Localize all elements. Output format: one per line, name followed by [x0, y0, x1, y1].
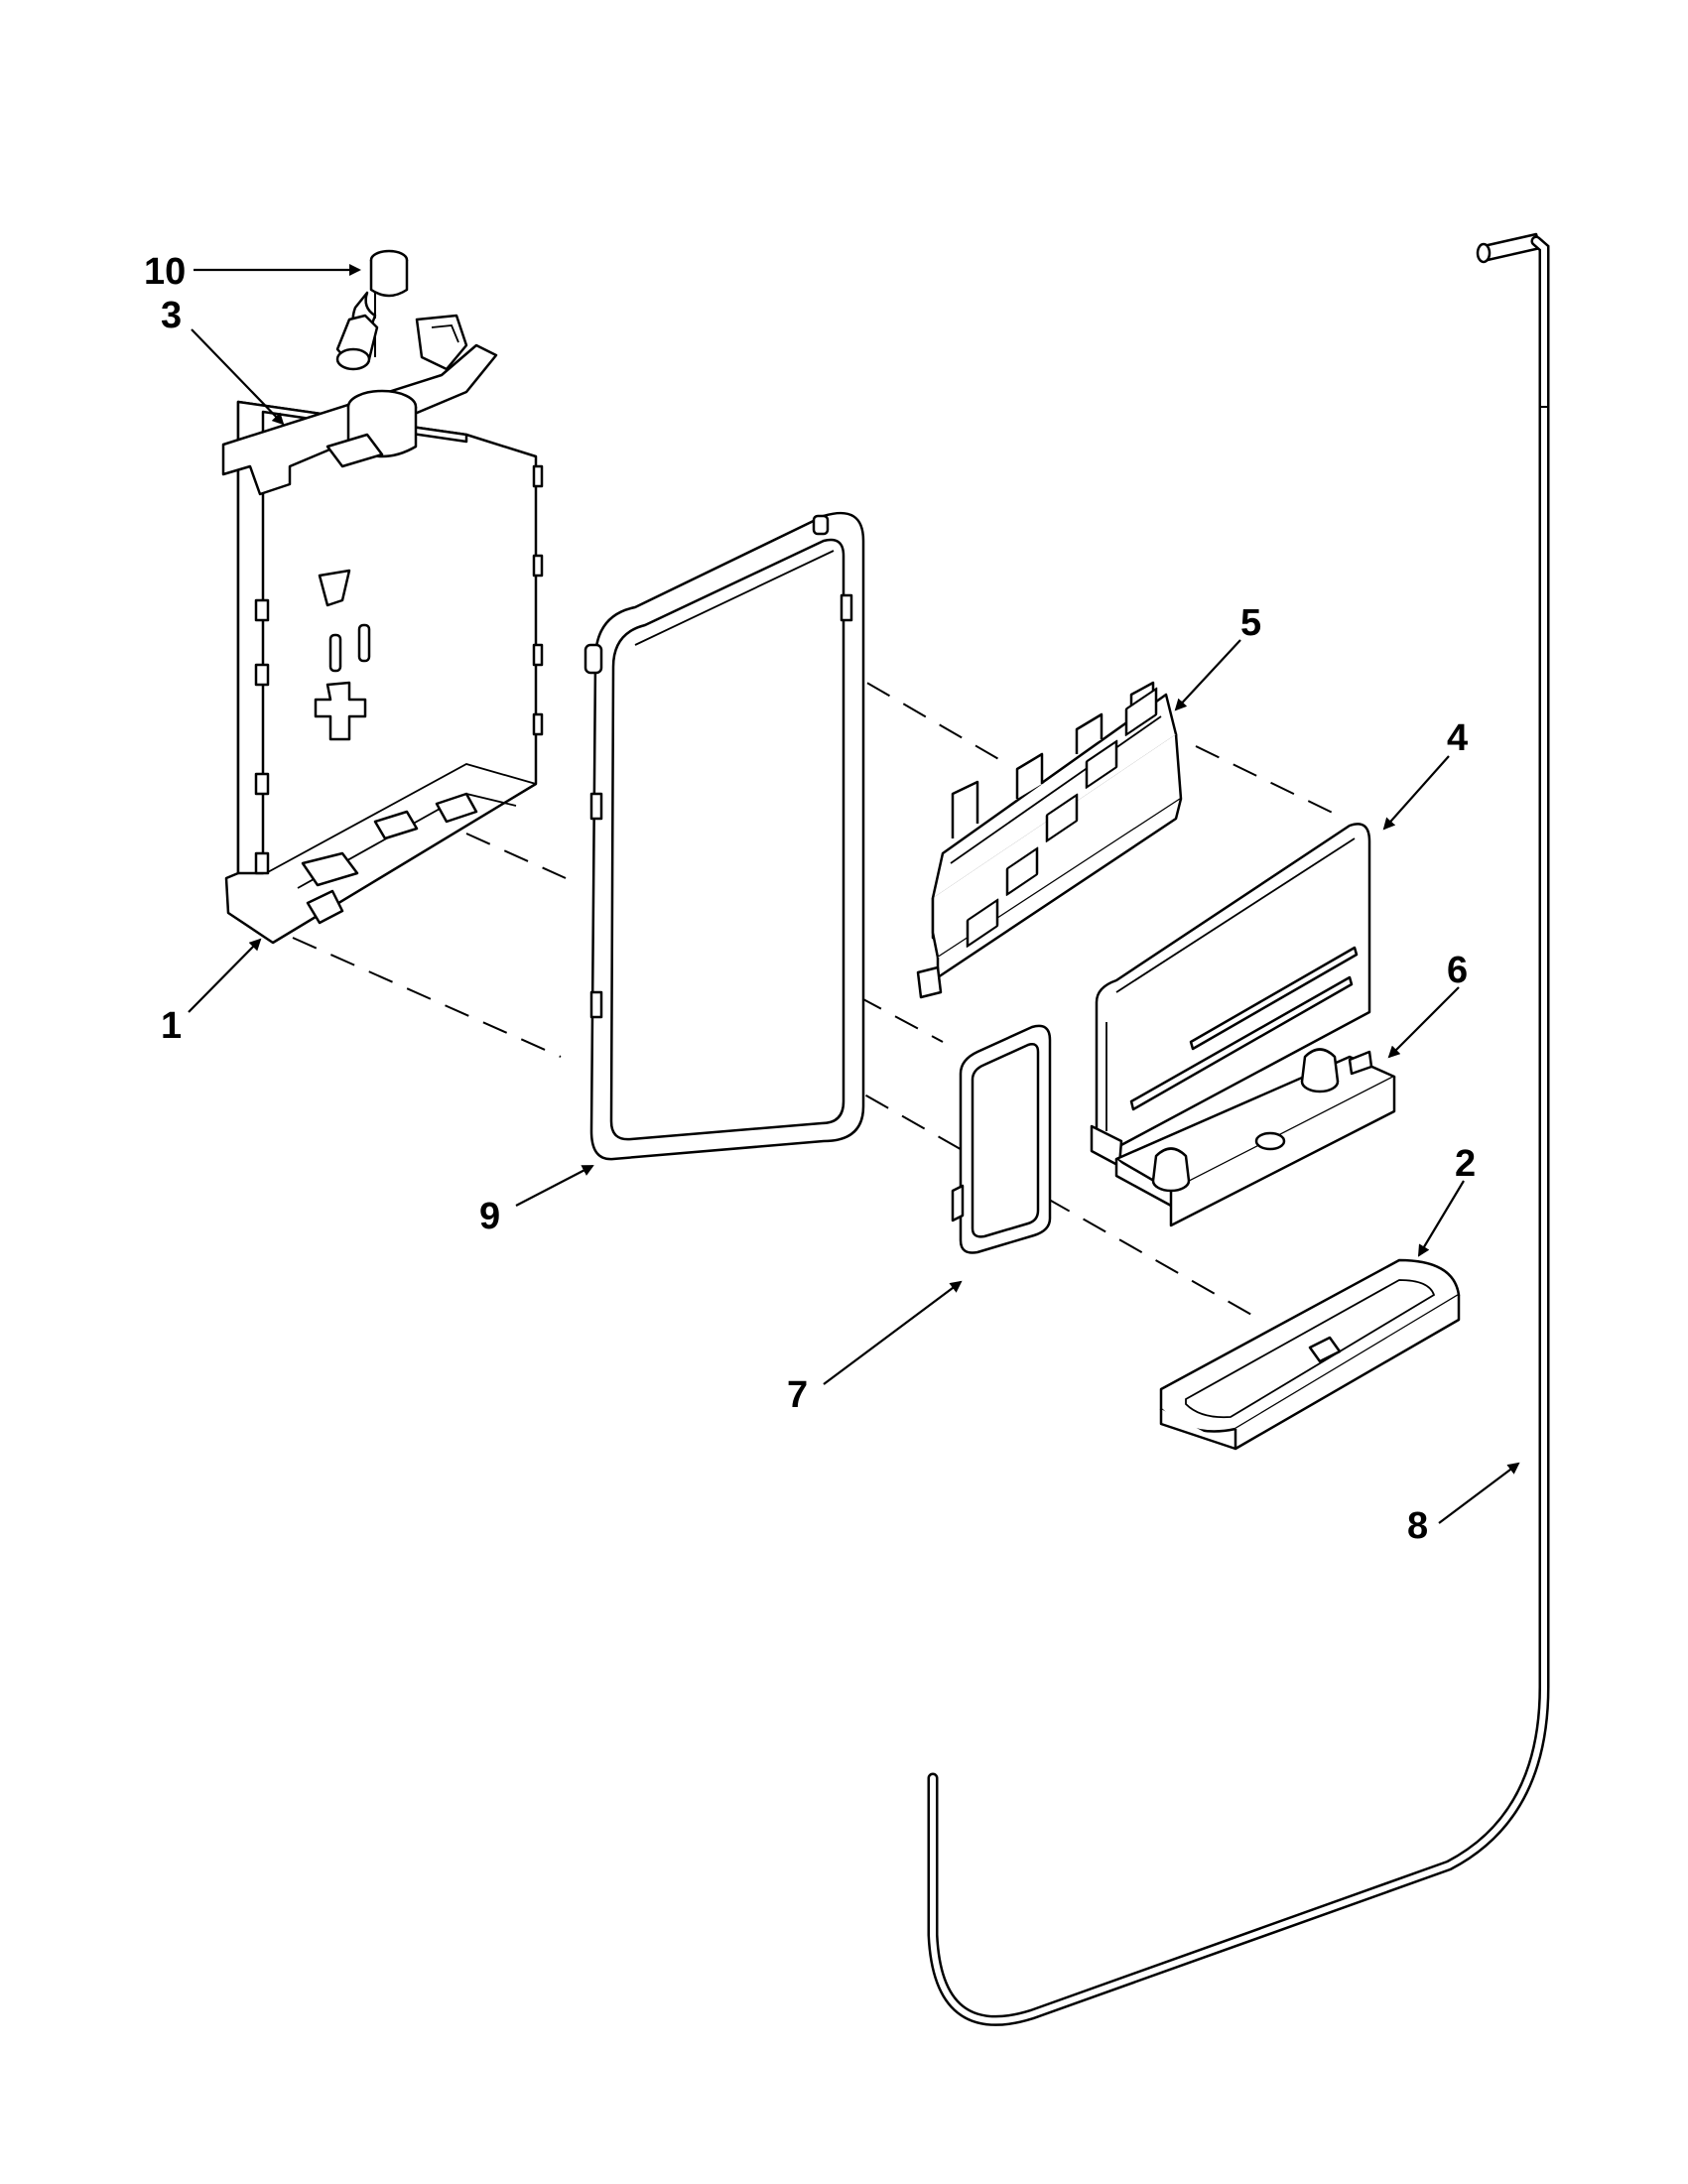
callout-4: 4	[1447, 717, 1468, 759]
base-bracket-part-6	[1114, 1048, 1396, 1227]
control-panel-part-5	[916, 681, 1183, 999]
callout-9: 9	[479, 1196, 500, 1237]
drip-tray-part-2	[1159, 1258, 1461, 1451]
callout-leaders	[188, 264, 1520, 1524]
callout-10: 10	[144, 251, 186, 293]
callout-3: 3	[161, 295, 182, 336]
callout-1: 1	[161, 1005, 182, 1047]
callout-2: 2	[1455, 1143, 1476, 1185]
button-pad-part-7	[951, 1024, 1052, 1254]
callout-7: 7	[787, 1374, 808, 1416]
bracket-part-3	[221, 314, 498, 496]
callout-labels: 10 3 1 5 4 6 2 8 9 7	[144, 251, 1476, 1547]
callout-8: 8	[1407, 1505, 1428, 1547]
tube-part-8	[927, 232, 1550, 2026]
panel-buttons	[966, 687, 1158, 948]
cover-panel-part-4	[1090, 823, 1371, 1168]
frame-part-9	[584, 511, 865, 1161]
callout-6: 6	[1447, 950, 1468, 991]
callout-5: 5	[1240, 602, 1261, 644]
valve-fitting-part-10	[335, 249, 409, 371]
